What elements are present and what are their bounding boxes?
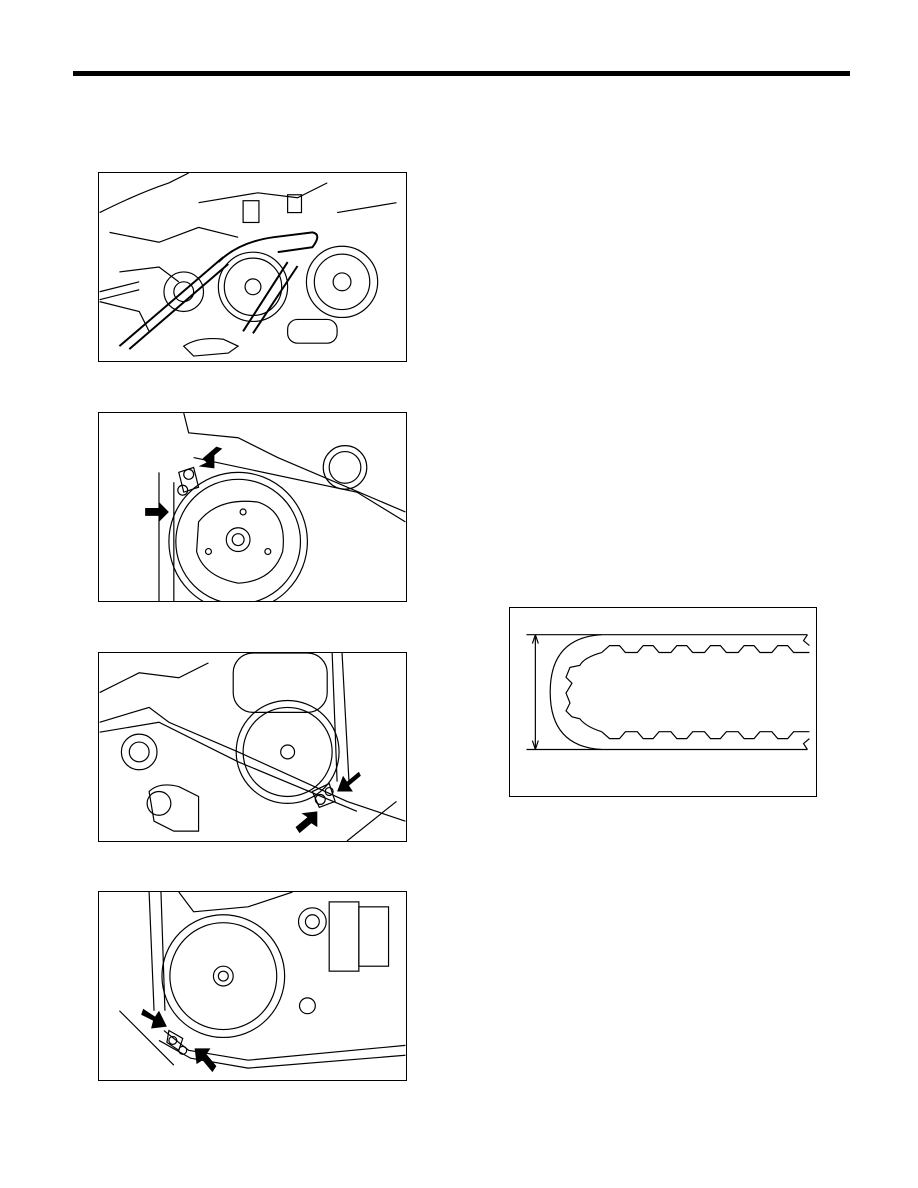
- figure-1-drawing: [99, 173, 397, 357]
- figure-belt-guide-bolts-right: [98, 652, 407, 842]
- figure-belt-guide-bolts-upper-left: [98, 412, 407, 602]
- callout-arrow-icon: [194, 1048, 217, 1073]
- figure-5-drawing: [526, 634, 810, 751]
- callout-arrow-icon: [337, 771, 361, 792]
- figure-camshaft-sprocket-holding-tool: [98, 172, 407, 362]
- figure-belt-guide-bolts-crank-sprocket: [98, 891, 407, 1081]
- figure-timing-belt-tooth-profile: [509, 607, 817, 797]
- callout-arrow-icon: [198, 446, 223, 469]
- figure-2-drawing: [145, 413, 406, 601]
- callout-arrow-icon: [145, 502, 169, 522]
- header-rule: [73, 71, 850, 76]
- figure-3-drawing: [99, 653, 406, 841]
- callout-arrow-icon: [295, 811, 318, 834]
- callout-arrow-icon: [141, 1008, 167, 1029]
- figure-4-drawing: [118, 892, 406, 1073]
